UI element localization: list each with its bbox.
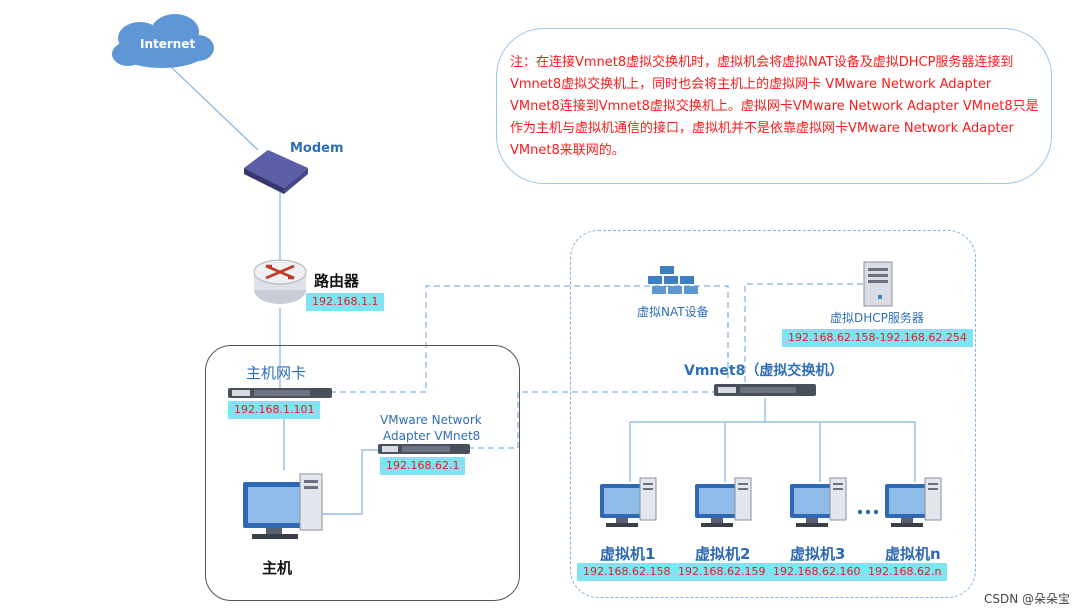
vm-ip-label: 192.168.62.160 <box>767 563 867 581</box>
vm-computer-icons <box>600 477 942 527</box>
desktop-computer-icon <box>243 473 323 539</box>
nat-device-label: 虚拟NAT设备 <box>637 305 709 319</box>
vmnet8-adapter-ip: 192.168.62.1 <box>380 457 466 475</box>
note-bubble <box>496 28 1052 184</box>
vmnet8-adapter-switch-icon <box>378 444 470 454</box>
cloud-icon <box>112 14 214 68</box>
host-label: 主机 <box>262 559 293 577</box>
dhcp-range: 192.168.62.158-192.168.62.254 <box>782 329 973 347</box>
router-ip: 192.168.1.1 <box>306 293 385 311</box>
vm-name-label: 虚拟机n <box>885 545 941 563</box>
router-label: 路由器 <box>314 272 360 290</box>
modem-icon <box>244 150 308 194</box>
virtual-network-boundary <box>570 230 976 598</box>
vmnet8-adapter-label-line2: Adapter VMnet8 <box>383 429 481 443</box>
host-nic-ip: 192.168.1.101 <box>228 401 321 419</box>
note-text: 注：在连接Vmnet8虚拟交换机时，虚拟机会将虚拟NAT设备及虚拟DHCP服务器… <box>510 55 1039 158</box>
vm-ip-label: 192.168.62.158 <box>577 563 677 581</box>
internet-label: Internet <box>140 37 196 51</box>
host-nic-switch-icon <box>228 388 332 398</box>
host-nic-label: 主机网卡 <box>246 364 307 382</box>
dashed-links <box>330 283 879 449</box>
router-icon <box>253 259 307 304</box>
vm-computer-icon <box>790 477 847 527</box>
solid-links <box>169 65 916 515</box>
vswitch-label: Vmnet8（虚拟交换机） <box>684 363 844 379</box>
vswitch-icon <box>714 384 816 396</box>
dhcp-server-label: 虚拟DHCP服务器 <box>830 311 924 325</box>
vm-name-label: 虚拟机3 <box>790 545 846 563</box>
vm-computer-icon <box>885 477 942 527</box>
vmnet8-adapter-label-line1: VMware Network <box>380 413 482 427</box>
vm-name-label: 虚拟机1 <box>600 545 656 563</box>
vm-computer-icon <box>600 477 657 527</box>
modem-label: Modem <box>290 141 344 156</box>
server-rack-icon <box>648 266 698 294</box>
vm-computer-icon <box>695 477 752 527</box>
vm-ip-label: 192.168.62.n <box>862 563 948 581</box>
server-icon <box>863 261 893 307</box>
vm-ip-label: 192.168.62.159 <box>672 563 772 581</box>
vm-name-label: 虚拟机2 <box>695 545 751 563</box>
host-machine-boundary <box>205 345 520 601</box>
ellipsis-dots <box>857 509 879 515</box>
watermark: CSDN @朵朵宝 <box>983 592 1070 606</box>
